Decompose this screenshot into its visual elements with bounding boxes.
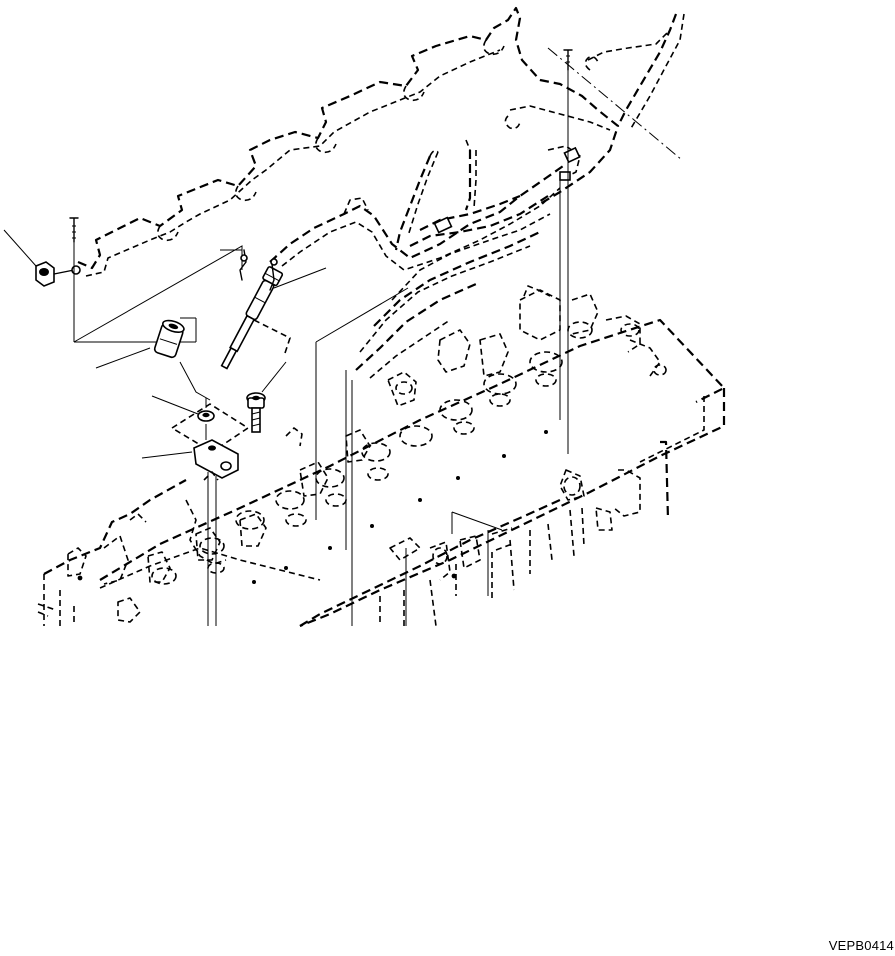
alignment-lines [207,70,569,626]
leak-off-pipe-banjo-fitting [3,229,81,287]
fuel-injection-pipe-assembly [77,6,685,379]
cylinder-head [37,285,726,628]
hold-down-clamp [141,403,249,479]
washer [151,395,215,422]
reference-frame [73,245,243,343]
clamp-bolt [246,361,287,433]
pipe-clamp-screw [69,49,573,342]
injector-nozzle-holder [220,249,327,370]
center-line [547,47,683,161]
injector-sleeve [95,317,211,401]
figure-code: VEPB0414 [828,938,894,953]
